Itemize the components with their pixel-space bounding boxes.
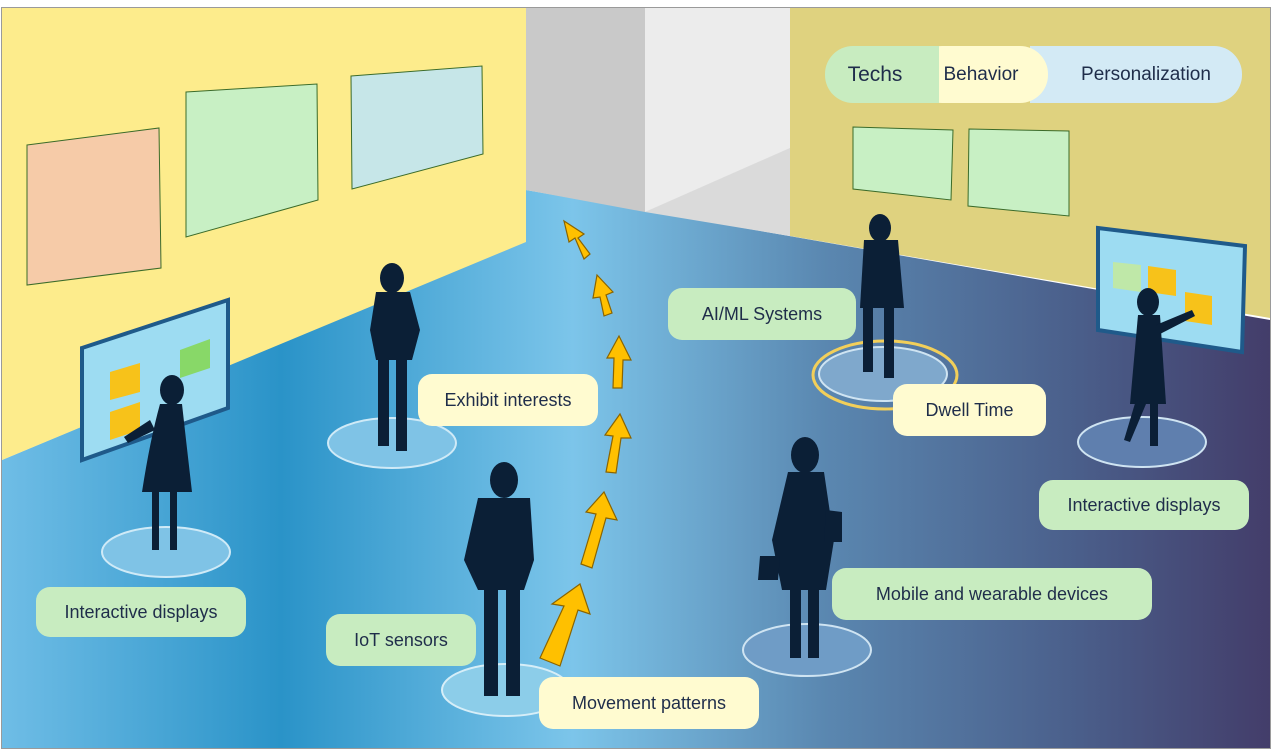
- visitor-silhouette: [370, 263, 420, 451]
- label-interactive-displays-right: Interactive displays: [1039, 480, 1249, 530]
- arrow-icon: [605, 334, 632, 389]
- label-iot-sensors: IoT sensors: [326, 614, 476, 666]
- visitor-silhouette: [1124, 288, 1195, 446]
- label-exhibit-interests: Exhibit interests: [418, 374, 598, 426]
- arrow-icon: [580, 490, 619, 569]
- frame-border: [1, 7, 1271, 749]
- wall-panel: [967, 128, 1070, 217]
- legend-techs: Techs: [825, 46, 939, 103]
- floor-marker: [1077, 416, 1207, 468]
- label-aiml-systems: AI/ML Systems: [668, 288, 856, 340]
- label-text: Interactive displays: [1067, 494, 1221, 515]
- label-mobile-wearable: Mobile and wearable devices: [832, 568, 1152, 620]
- label-text: IoT sensors: [354, 629, 448, 650]
- label-movement-patterns: Movement patterns: [539, 677, 759, 729]
- display-tile: [110, 363, 140, 400]
- display-tile: [110, 402, 140, 440]
- wall-panel: [26, 127, 162, 286]
- wall-panel: [185, 83, 319, 238]
- visitor-silhouette: [758, 437, 842, 658]
- label-interactive-displays-left: Interactive displays: [36, 587, 246, 637]
- label-text: AI/ML Systems: [701, 303, 823, 324]
- legend-personalization-label: Personalization: [1081, 63, 1211, 85]
- legend-techs-label: Techs: [847, 62, 903, 86]
- legend-behavior-label: Behavior: [943, 63, 1019, 85]
- arrow-icon: [603, 412, 632, 474]
- floor-marker: [101, 526, 231, 578]
- label-text: Exhibit interests: [444, 389, 572, 410]
- display-tile: [1185, 292, 1212, 325]
- floor-marker: [742, 623, 872, 677]
- arrow-icon: [563, 219, 591, 260]
- visitor-silhouette: [124, 375, 192, 550]
- legend-personalization: Personalization: [1030, 46, 1242, 103]
- wall-panel: [350, 65, 484, 190]
- visitor-silhouette: [860, 214, 904, 378]
- back-corridor-light: [645, 8, 790, 212]
- wall-panel: [852, 126, 954, 201]
- display-tile: [1148, 266, 1176, 296]
- label-text: Dwell Time: [925, 399, 1014, 420]
- arrow-icon: [539, 583, 591, 667]
- arrow-icon: [592, 273, 615, 317]
- label-text: Movement patterns: [571, 692, 727, 713]
- movement-arrows: [539, 219, 632, 667]
- label-dwell-time: Dwell Time: [893, 384, 1046, 436]
- floor-marker: [327, 417, 457, 469]
- label-text: Interactive displays: [64, 601, 218, 622]
- label-text: Mobile and wearable devices: [875, 583, 1109, 604]
- visitor-silhouette: [464, 462, 534, 696]
- display-tile: [180, 339, 210, 378]
- back-corridor-floor: [645, 148, 790, 236]
- display-tile: [1113, 262, 1141, 292]
